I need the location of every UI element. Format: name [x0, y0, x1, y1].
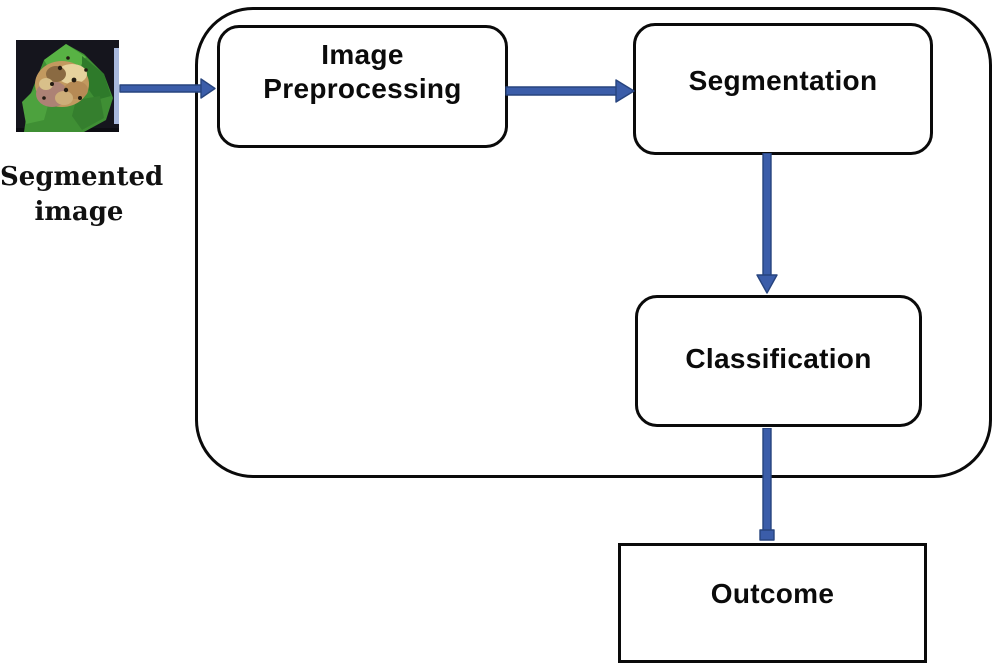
arrow-shaft — [505, 86, 619, 96]
node-segmentation-label: Segmentation — [688, 65, 878, 96]
segmented-image-caption: Segmented image — [0, 162, 164, 227]
node-image-preprocessing: Image Preprocessing — [217, 25, 508, 148]
arrow-graphic — [505, 79, 635, 103]
arrow-head — [759, 529, 775, 541]
arrow-graphic — [119, 78, 216, 99]
node-outcome: Outcome — [618, 543, 927, 663]
leaf-image-graphic — [16, 40, 119, 132]
arrow-head — [615, 79, 635, 103]
arrow-head — [756, 274, 778, 294]
arrow-graphic — [756, 153, 778, 294]
node-classification-label: Classification — [685, 343, 872, 374]
arrow-graphic — [759, 428, 775, 541]
arrow-preprocessing-to-segmentation — [505, 78, 636, 104]
segmented-leaf-image — [16, 40, 119, 132]
arrow-shaft — [119, 84, 204, 93]
arrow-head — [200, 78, 216, 99]
node-image-preprocessing-label: Image Preprocessing — [263, 39, 462, 104]
node-classification: Classification — [635, 295, 922, 427]
arrow-thumbnail-to-preprocessing — [119, 77, 217, 101]
arrow-segmentation-to-classification — [754, 153, 780, 295]
arrow-shaft — [762, 153, 772, 278]
arrow-shaft — [762, 428, 772, 533]
node-outcome-label: Outcome — [710, 578, 835, 609]
arrow-classification-to-outcome — [754, 428, 780, 542]
pipeline-container — [195, 7, 992, 478]
node-segmentation: Segmentation — [633, 23, 933, 155]
